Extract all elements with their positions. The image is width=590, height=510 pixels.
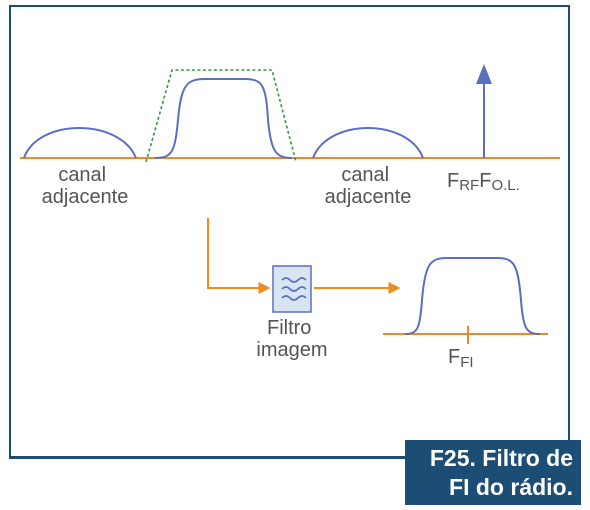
bandpass-filter-icon <box>272 265 312 313</box>
figure-caption: F25. Filtro de FI do rádio. <box>405 440 581 505</box>
desired-channel-curve <box>154 78 293 159</box>
svg-text:Filtro imagem: Filtro imagem <box>256 317 327 361</box>
caption-line-2: FI do rádio. <box>449 474 573 500</box>
left-adjacent-label-2: adjacente <box>42 186 129 208</box>
f-fi-label: FFI <box>448 346 474 371</box>
if-channel-curve <box>404 257 541 335</box>
signal-path-to-filter <box>207 218 271 294</box>
left-adjacent-label-1: canal <box>58 164 106 186</box>
adjacent-channel-left-curve <box>23 127 137 159</box>
svg-text:canal adjacente: canal adjacente <box>325 164 412 208</box>
adjacent-channel-right-curve <box>312 127 424 159</box>
svg-text:canal adjacente: canal adjacente <box>42 164 129 208</box>
right-adjacent-label-2: adjacente <box>325 186 412 208</box>
filter-label-1: Filtro <box>267 317 311 339</box>
rf-filter-mask <box>145 69 297 163</box>
filter-label-2: imagem <box>256 339 327 361</box>
caption-line-1: F25. Filtro de <box>429 445 573 471</box>
local-oscillator-arrow-icon <box>476 64 492 84</box>
f-rf-label: FRFFO.L. <box>447 170 520 194</box>
diagram-frame <box>9 5 570 459</box>
right-adjacent-label-1: canal <box>341 164 389 186</box>
